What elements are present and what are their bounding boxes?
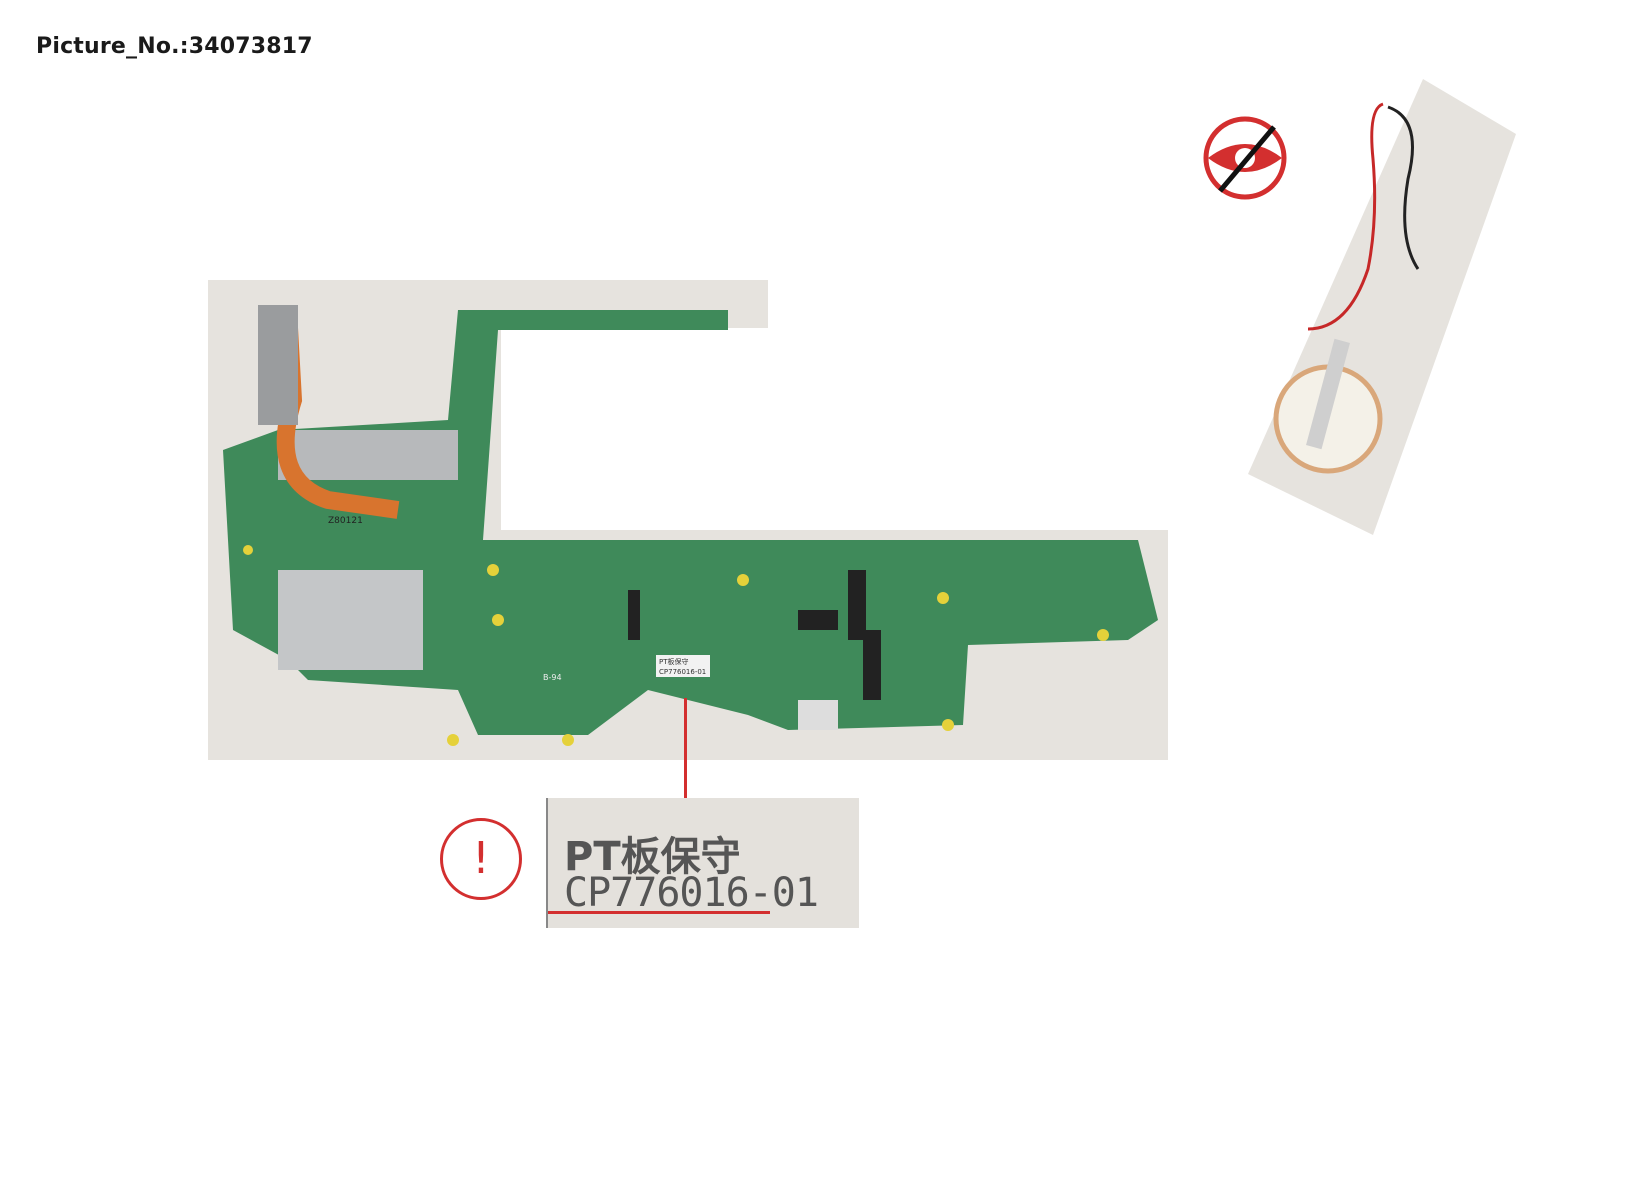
part-label-closeup: PT板保守 CP776016-01 [546, 798, 859, 928]
cmos-battery-photo [1248, 79, 1516, 535]
sticker-line2: CP776016-01 [659, 668, 706, 676]
silk-text: B-94 [543, 673, 562, 682]
sticker-line1: PT板保守 [659, 657, 689, 666]
part-number-underline [548, 911, 770, 914]
label-line1: PT板保守 [564, 834, 741, 880]
heatsink-text: Z80121 [328, 516, 363, 526]
mainboard-photo: Z80121 B-94 PT板保守 CP776016-01 [208, 280, 1168, 760]
crossed-eye-icon [1203, 116, 1287, 200]
callout-line [684, 698, 687, 802]
exclamation-circle-icon: ! [440, 818, 522, 900]
picture-number-title: Picture_No.:34073817 [36, 34, 313, 59]
label-part-number: CP776016-01 [564, 870, 819, 916]
